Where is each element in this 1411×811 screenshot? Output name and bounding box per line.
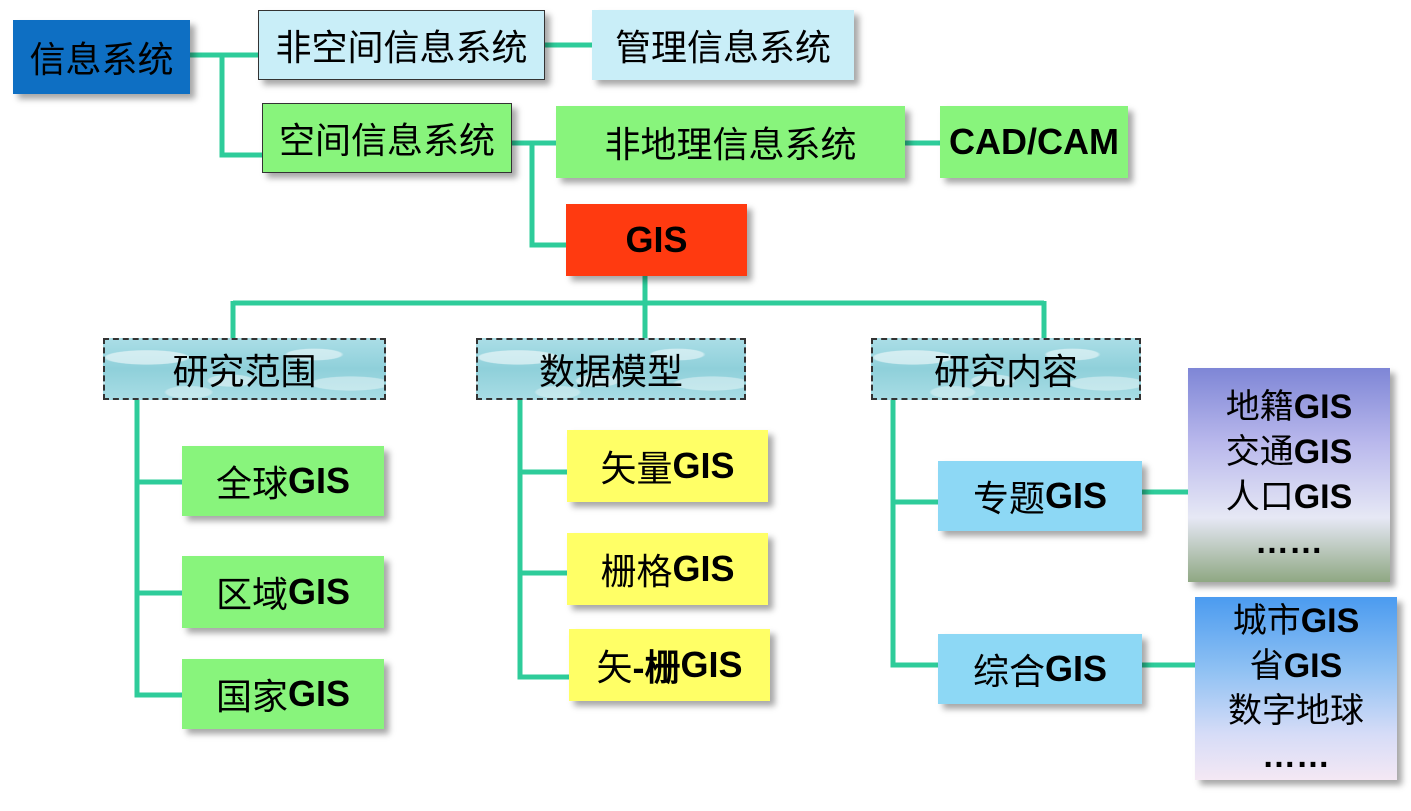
scope-item-prefix: 全球 [215,464,288,505]
model-item-suffix: GIS [672,445,735,486]
cad-cam-box: CAD/CAM [940,106,1128,178]
non-spatial-box: 非空间信息系统 [258,10,545,80]
content-item-prefix: 专题 [972,479,1045,520]
example-line: …… [1262,736,1330,775]
example-line: …… [1255,523,1323,561]
example-line: 数字地球 [1228,690,1364,731]
cad-cam-label: CAD/CAM [949,121,1119,162]
model-item-prefix: 栅格 [600,552,673,593]
model-item-suffix: -栅 [632,647,681,688]
model-header: 数据模型 [476,338,746,400]
info-system-label: 信息系统 [29,40,174,81]
management-label: 管理信息系统 [614,28,831,69]
example-line: 省GIS [1249,645,1343,686]
model-item-suffix: GIS [672,548,735,589]
scope-item-prefix: 区域 [215,575,288,616]
example-line: 地籍GIS [1225,387,1353,427]
gis-label: GIS [625,219,688,260]
model-item-suffix2: GIS [680,644,743,685]
spatial-box: 空间信息系统 [262,103,512,173]
content-item-suffix: GIS [1045,475,1108,516]
scope-header: 研究范围 [103,338,386,400]
content-item-prefix: 综合 [972,652,1045,693]
spatial-label: 空间信息系统 [278,121,495,162]
model-item-prefix: 矢量 [600,449,673,490]
content-title: 研究内容 [933,352,1078,393]
non-geographic-box: 非地理信息系统 [556,106,905,178]
management-box: 管理信息系统 [592,10,854,80]
non-geographic-label: 非地理信息系统 [604,125,857,166]
scope-item-suffix: GIS [288,673,351,714]
thematic-examples-box: 地籍GIS 交通GIS 人口GIS …… [1188,368,1390,582]
model-item-prefix: 矢 [596,648,633,689]
scope-title: 研究范围 [172,352,317,393]
non-spatial-label: 非空间信息系统 [275,28,528,69]
scope-item-prefix: 国家 [215,677,288,718]
scope-item-suffix: GIS [288,571,351,612]
scope-item-suffix: GIS [288,460,351,501]
model-title: 数据模型 [538,352,683,393]
content-item-suffix: GIS [1045,648,1108,689]
example-line: 城市GIS [1232,600,1360,641]
info-system-box: 信息系统 [13,20,190,94]
example-line: 人口GIS [1225,477,1353,517]
content-header: 研究内容 [871,338,1141,400]
gis-box: GIS [566,204,747,276]
example-line: 交通GIS [1225,432,1353,472]
comprehensive-examples-box: 城市GIS 省GIS 数字地球 …… [1195,597,1397,780]
